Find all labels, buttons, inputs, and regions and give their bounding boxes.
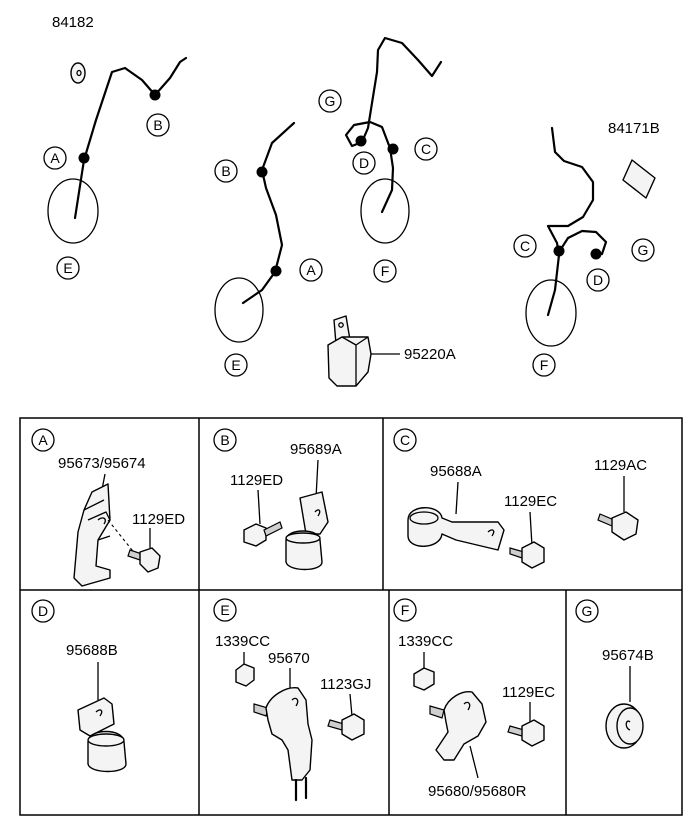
wire-assembly-2: B A E	[214, 121, 323, 377]
bolt-1129ed-b-icon	[243, 523, 267, 547]
part-number-1339cc-f: 1339CC	[398, 633, 453, 650]
wire-loop-f-2-icon	[525, 279, 577, 347]
part-number-95689a: 95689A	[290, 441, 342, 458]
wire-harness-2	[241, 121, 296, 305]
callout-e: E	[63, 260, 72, 276]
clip-point-d	[355, 135, 367, 147]
part-number-95688b: 95688B	[66, 642, 118, 659]
callout-e-2: E	[231, 357, 240, 373]
wire-harness-4	[546, 126, 595, 317]
callout-b: B	[153, 117, 162, 133]
part-number-1129ed-a: 1129ED	[132, 511, 185, 528]
clip-point-c	[387, 143, 399, 155]
callout-c-2: C	[520, 238, 530, 254]
panel-d: D 95688B	[31, 599, 127, 773]
callout-d: D	[359, 155, 369, 171]
wire-loop-e-icon	[47, 178, 99, 244]
callout-g-2: G	[638, 242, 649, 258]
screw-1129ac-icon	[611, 511, 639, 541]
wire-loop-f-icon	[360, 178, 410, 244]
module-95220a: 95220A	[327, 315, 456, 387]
part-number-1129ec-f: 1129EC	[502, 684, 555, 701]
bolt-1129ec-f-icon	[521, 719, 545, 747]
panel-c-letter: C	[400, 432, 410, 448]
clip-point-a	[78, 152, 90, 164]
part-number-95670: 95670	[268, 650, 310, 667]
wire-assembly-4: 84171B C G D F	[513, 120, 660, 377]
part-number-95673-95674: 95673/95674	[58, 455, 146, 472]
part-number-95220a: 95220A	[404, 346, 456, 363]
part-number-1129ed-b: 1129ED	[230, 472, 283, 489]
bolt-1129ec-c-icon	[521, 541, 545, 569]
module-95220a-icon	[327, 336, 372, 387]
clip-point-b	[149, 89, 161, 101]
callout-g: G	[325, 93, 336, 109]
callout-b-2: B	[221, 163, 230, 179]
panel-e: E 1339CC 95670 1123GJ	[213, 598, 371, 802]
panel-e-letter: E	[220, 602, 229, 618]
part-number-1129ac: 1129AC	[594, 457, 647, 474]
panel-d-letter: D	[38, 603, 48, 619]
clamp-95688a-icon	[407, 507, 505, 551]
part-number-84182: 84182	[52, 14, 94, 31]
label-84171b-icon	[622, 159, 656, 199]
part-number-95680-95680r: 95680/95680R	[428, 783, 527, 800]
clip-point-c-2	[553, 245, 565, 257]
bolt-1129ed-a-icon	[139, 547, 161, 573]
bracket-95673-icon	[73, 483, 111, 587]
clip-point-a-2	[270, 265, 282, 277]
panel-b-letter: B	[220, 432, 229, 448]
panel-a-letter: A	[38, 432, 48, 448]
nut-1339cc-f-icon	[413, 667, 435, 691]
panel-a: A 95673/95674 1129ED	[31, 428, 185, 587]
callout-f-2: F	[540, 357, 549, 373]
panel-g-letter: G	[582, 603, 593, 619]
grommet-84182-icon	[70, 62, 86, 84]
wire-harness-3	[344, 36, 443, 214]
part-number-1339cc-e: 1339CC	[215, 633, 270, 650]
wire-loop-e-2-icon	[214, 277, 264, 343]
panel-c: C 95688A 1129EC 1129AC	[393, 428, 647, 569]
clip-point-d-2	[590, 248, 602, 260]
nut-1339cc-e-icon	[235, 663, 255, 687]
part-number-1123gj: 1123GJ	[320, 676, 371, 693]
callout-a: A	[50, 150, 60, 166]
clamp-95688b-icon	[77, 697, 115, 737]
panel-f: F 1339CC 1129EC 95680/95680R	[393, 598, 555, 800]
detail-grid	[19, 417, 683, 816]
callout-a-2: A	[306, 262, 316, 278]
sensor-95680-icon	[435, 691, 487, 761]
clip-point-b-2	[256, 166, 268, 178]
panel-g: G 95674B	[575, 599, 654, 749]
callout-f: F	[381, 263, 390, 279]
part-number-95674b: 95674B	[602, 647, 654, 664]
bolt-1123gj-icon	[341, 713, 365, 741]
part-number-95688a: 95688A	[430, 463, 482, 480]
callout-c: C	[421, 141, 431, 157]
panel-f-letter: F	[401, 602, 410, 618]
callout-d-2: D	[593, 272, 603, 288]
clamp-95689a-icon	[299, 491, 329, 535]
wire-assembly-1: 84182 A B E	[43, 14, 188, 280]
panel-b: B 95689A 1129ED	[213, 428, 342, 571]
part-number-1129ec-c: 1129EC	[504, 493, 557, 510]
part-number-84171b: 84171B	[608, 120, 660, 137]
sensor-95670-icon	[265, 687, 313, 781]
wire-harness-1	[73, 56, 188, 220]
wire-assembly-3: G D C F	[318, 36, 443, 283]
